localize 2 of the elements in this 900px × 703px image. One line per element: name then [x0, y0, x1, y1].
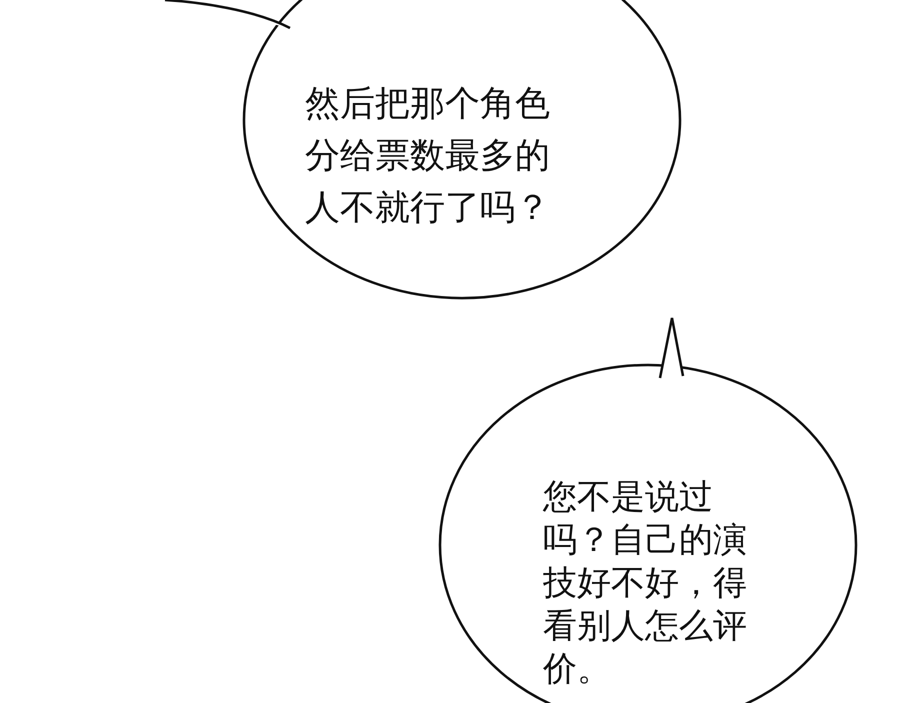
speech-text: 然后把那个角色分给票数最多的人不就行了吗？ [305, 83, 551, 230]
speech-text: 您不是说过吗？自己的演技好不好，得看别人怎么评价。 [543, 476, 748, 691]
